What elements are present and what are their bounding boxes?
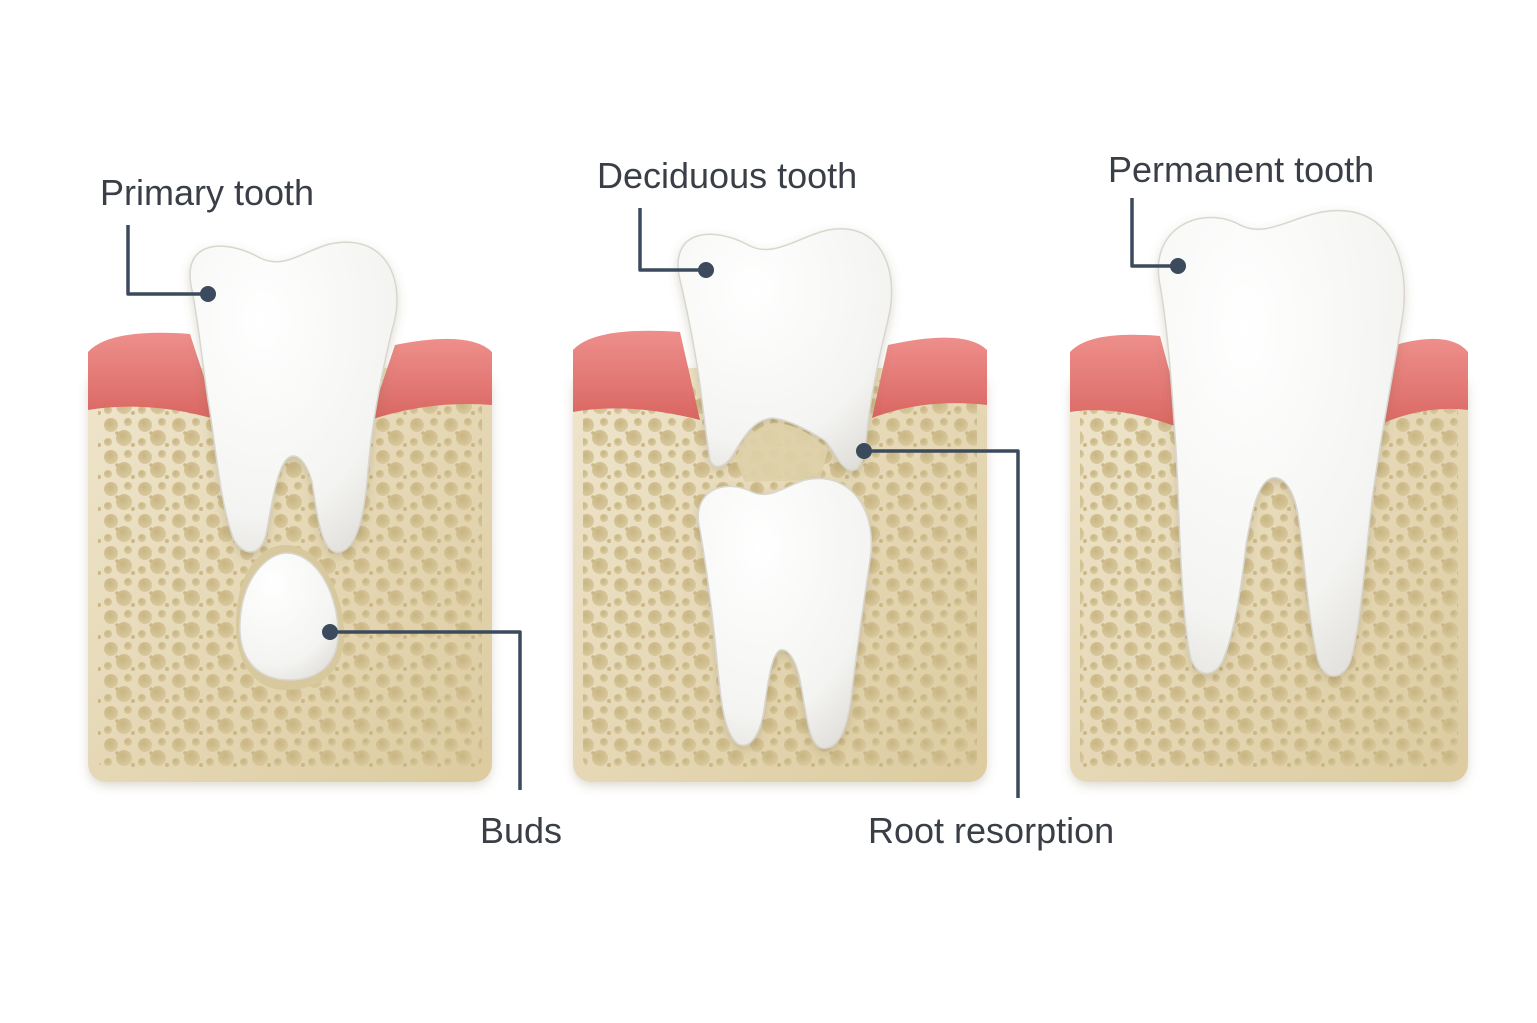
- leader-deciduous-tooth: [638, 208, 714, 278]
- bud-socket: [236, 545, 345, 690]
- gum-1: [88, 332, 218, 420]
- gum-2: [573, 330, 700, 420]
- deciduous-tooth-shape: [677, 228, 893, 471]
- gum-3: [1070, 334, 1185, 430]
- erupting-permanent-tooth-shape: [697, 477, 872, 749]
- panel-primary: [88, 241, 492, 782]
- label-root-resorption: Root resorption: [868, 810, 1114, 851]
- label-deciduous-tooth: Deciduous tooth: [597, 155, 857, 196]
- resorption-zone: [735, 423, 828, 482]
- gum-1-right: [370, 338, 492, 420]
- leader-root-resorption: [856, 443, 1020, 798]
- label-permanent-tooth: Permanent tooth: [1108, 149, 1374, 190]
- primary-tooth-shape: [189, 241, 398, 553]
- gum-2-right: [872, 337, 987, 418]
- leader-buds: [322, 624, 522, 790]
- label-primary-tooth: Primary tooth: [100, 172, 314, 213]
- permanent-tooth-shape: [1157, 209, 1406, 677]
- tooth-bud-shape: [239, 552, 339, 681]
- leader-primary-tooth: [126, 225, 216, 302]
- panel-permanent: [1070, 209, 1468, 782]
- leader-permanent-tooth: [1130, 198, 1186, 274]
- panel-deciduous: [573, 228, 987, 782]
- label-buds: Buds: [480, 810, 562, 851]
